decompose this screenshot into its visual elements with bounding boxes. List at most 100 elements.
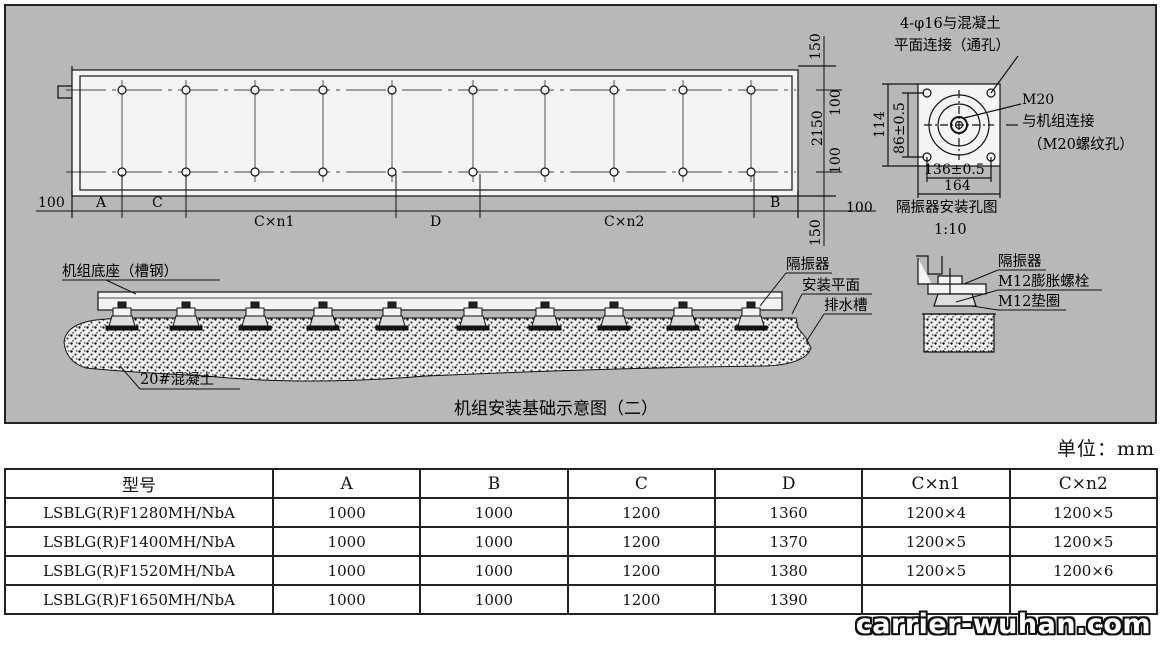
mounting-hole <box>318 167 328 177</box>
plan-view <box>57 65 836 218</box>
concrete-foundation <box>63 317 812 382</box>
mounting-hole <box>387 167 397 177</box>
cell-a: 1000 <box>271 526 422 557</box>
header-d: D <box>713 468 864 499</box>
header-b: B <box>419 468 569 499</box>
cell-d: 1370 <box>713 526 864 557</box>
mount-plane-label: 安装平面 <box>802 277 860 294</box>
mounting-hole <box>609 167 619 177</box>
isolator <box>306 301 340 331</box>
mounting-hole <box>181 85 191 95</box>
header-a: A <box>271 468 422 499</box>
detail-isolator-label: 隔振器 <box>998 253 1042 270</box>
cell-a: 1000 <box>271 555 422 586</box>
cell-a: 1000 <box>271 584 422 615</box>
dim-100-bottom: 100 <box>828 147 844 174</box>
isolator <box>169 301 203 331</box>
dim-b: B <box>770 195 780 211</box>
mounting-hole <box>318 85 328 95</box>
plan-holes <box>66 80 796 182</box>
dim-bottom-150: 150 <box>808 219 824 246</box>
isolator <box>666 301 700 331</box>
m20-note-1: 与机组连接 <box>1022 113 1095 130</box>
mounting-hole <box>540 85 550 95</box>
dim-164: 164 <box>944 178 971 194</box>
table-row: LSBLG(R)F1400MH/NbA 1000 1000 1200 1370 … <box>4 526 1159 557</box>
mounting-hole <box>678 167 688 177</box>
unit-label: 单位：mm <box>1056 438 1155 460</box>
dim-d: D <box>430 214 441 230</box>
cell-b: 1000 <box>419 584 569 615</box>
mounting-hole <box>540 167 550 177</box>
bolt-label: M12膨胀螺栓 <box>998 273 1090 290</box>
mounting-hole <box>250 167 260 177</box>
cell-cn2: 1200×6 <box>1008 555 1159 586</box>
mounting-hole <box>609 85 619 95</box>
cell-a: 1000 <box>271 497 422 528</box>
cell-cn1: 1200×5 <box>861 526 1011 557</box>
cell-b: 1000 <box>419 555 569 586</box>
mounting-hole <box>468 85 478 95</box>
table-row: LSBLG(R)F1280MH/NbA 1000 1000 1200 1360 … <box>4 497 1159 528</box>
cell-model: LSBLG(R)F1280MH/NbA <box>4 497 274 528</box>
isolator <box>456 301 490 331</box>
isolator-detail <box>916 255 996 353</box>
plan-right-dims <box>816 36 842 246</box>
mounting-hole <box>746 85 756 95</box>
hole-detail-title: 隔振器安装孔图 <box>896 199 998 216</box>
section-isolator-label: 隔振器 <box>786 256 830 273</box>
cell-cn2: 1200×5 <box>1008 497 1159 528</box>
cell-cn2: 1200×5 <box>1008 526 1159 557</box>
hole-detail-scale: 1:10 <box>934 222 967 238</box>
concrete-label: 20#混凝土 <box>140 371 214 388</box>
cell-model: LSBLG(R)F1400MH/NbA <box>4 526 274 557</box>
m20-note-2: （M20螺纹孔） <box>1028 136 1134 153</box>
mounting-hole <box>117 85 127 95</box>
plan-bottom-dims <box>36 174 876 218</box>
cell-cn2 <box>1008 584 1159 615</box>
m20-label: M20 <box>1022 92 1054 108</box>
cell-c: 1200 <box>566 555 716 586</box>
dim-136: 136±0.5 <box>924 162 985 178</box>
table-header-row: 型号 A B C D C×n1 C×n2 <box>4 468 1159 499</box>
spec-table: 型号 A B C D C×n1 C×n2 LSBLG(R)F1280MH/NbA… <box>4 468 1159 615</box>
cell-d: 1360 <box>713 497 864 528</box>
isolator <box>734 301 768 331</box>
isolator <box>528 301 562 331</box>
dim-a: A <box>95 195 107 211</box>
mounting-hole <box>387 85 397 95</box>
hole-detail <box>882 55 1022 198</box>
dim-cn1: C×n1 <box>254 214 294 230</box>
cell-cn1: 1200×4 <box>861 497 1011 528</box>
mounting-hole <box>678 85 688 95</box>
washer-label: M12垫圈 <box>998 293 1060 310</box>
cell-b: 1000 <box>419 497 569 528</box>
dim-86: 86±0.5 <box>892 102 908 154</box>
cell-c: 1200 <box>566 584 716 615</box>
mounting-hole <box>468 167 478 177</box>
dim-c: C <box>152 195 163 211</box>
dim-2150: 2150 <box>810 110 826 146</box>
hole-note-2: 平面连接（通孔） <box>894 37 1010 54</box>
cell-model: LSBLG(R)F1650MH/NbA <box>4 584 274 615</box>
table-row: LSBLG(R)F1650MH/NbA 1000 1000 1200 1390 <box>4 584 1159 615</box>
cell-d: 1380 <box>713 555 864 586</box>
dim-left-100: 100 <box>38 195 65 211</box>
drawing-caption: 机组安装基础示意图（二） <box>454 399 658 419</box>
drain-label: 排水槽 <box>824 297 868 314</box>
isolator <box>105 301 139 331</box>
header-model: 型号 <box>4 468 274 499</box>
mounting-hole <box>250 85 260 95</box>
dim-cn2: C×n2 <box>604 214 644 230</box>
cell-cn1 <box>861 584 1011 615</box>
table-row: LSBLG(R)F1520MH/NbA 1000 1000 1200 1380 … <box>4 555 1159 586</box>
cell-c: 1200 <box>566 526 716 557</box>
watermark: carrier-wuhan.com <box>855 609 1151 640</box>
isolator-row <box>105 301 768 331</box>
dim-right-100: 100 <box>846 200 873 216</box>
dim-top-150: 150 <box>808 33 824 60</box>
cell-model: LSBLG(R)F1520MH/NbA <box>4 555 274 586</box>
mounting-hole <box>746 167 756 177</box>
header-cn2: C×n2 <box>1008 468 1159 499</box>
dim-114: 114 <box>872 111 888 138</box>
